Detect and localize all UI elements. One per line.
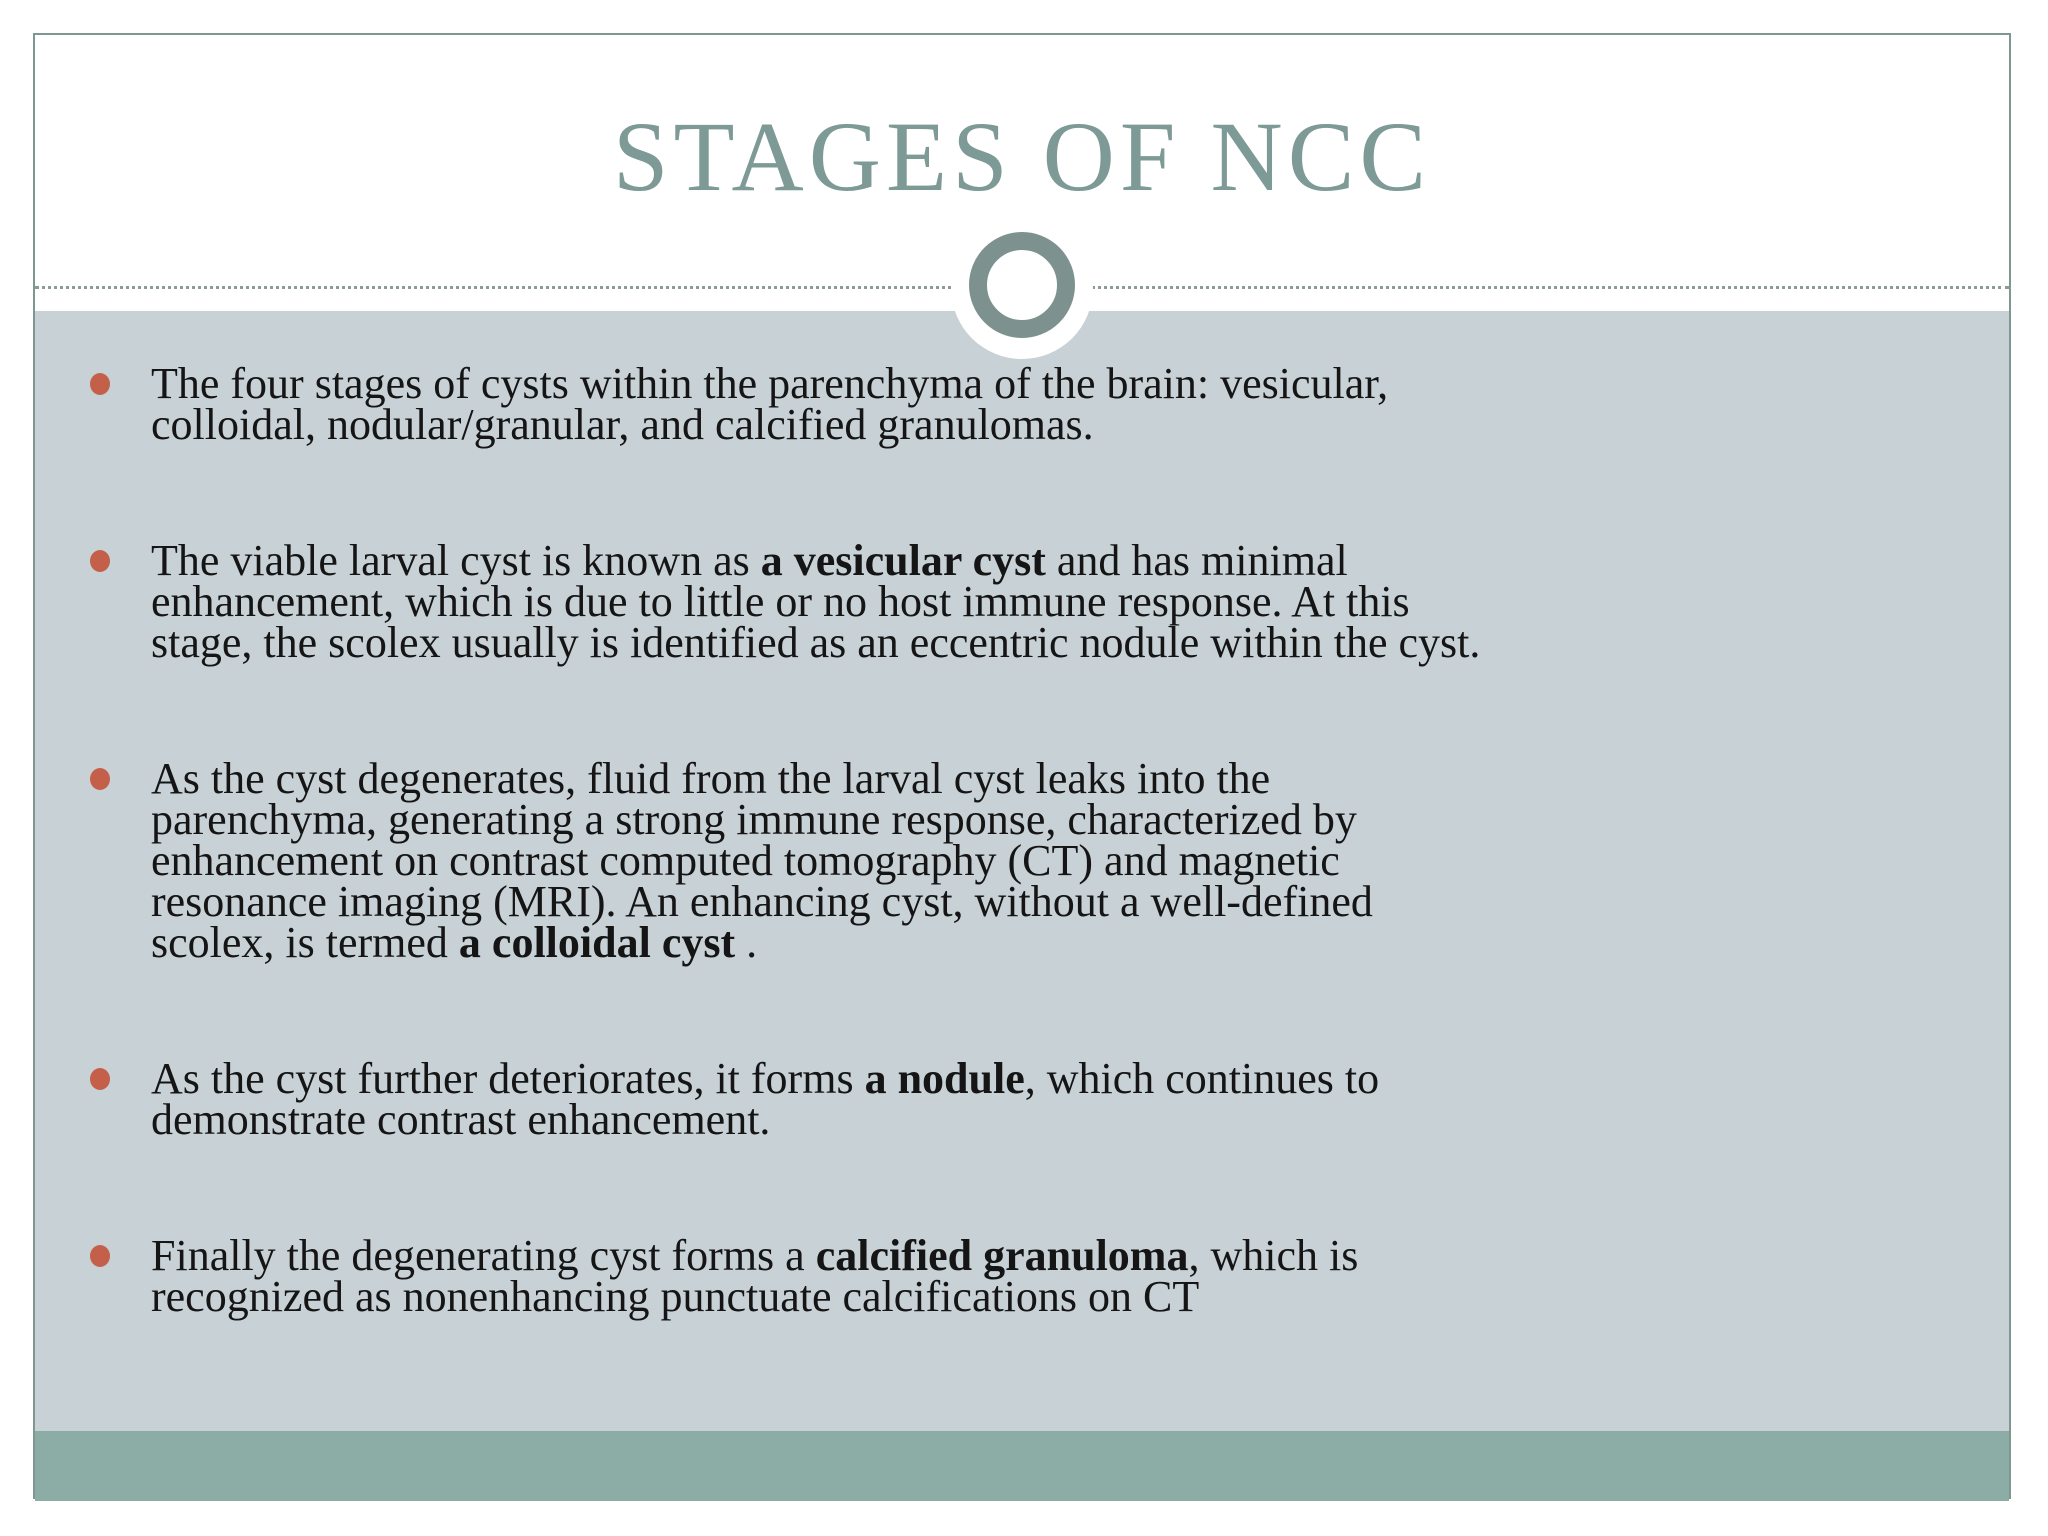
bullet-dot-icon (90, 1068, 110, 1090)
text-run: parenchyma, generating a strong immune r… (151, 795, 1357, 844)
text-run: demonstrate contrast enhancement. (151, 1095, 771, 1144)
text-run-bold: a colloidal cyst (458, 918, 736, 967)
text-line: The four stages of cysts within the pare… (151, 362, 1388, 406)
text-run-bold: a nodule (864, 1054, 1025, 1103)
bullet-dot-icon (90, 373, 110, 395)
circle-ornament-icon (969, 232, 1075, 338)
text-run: As the cyst further deteriorates, it for… (151, 1054, 865, 1103)
bullet-item: Finally the degenerating cyst forms a ca… (90, 1234, 1949, 1319)
text-run: and has minimal (1045, 536, 1348, 585)
text-run-bold: a vesicular cyst (760, 536, 1046, 585)
text-run: The four stages of cysts within the pare… (151, 359, 1389, 408)
bullet-text: Finally the degenerating cyst forms a ca… (151, 1234, 1358, 1319)
footer-bar (35, 1431, 2009, 1501)
bullet-item: The viable larval cyst is known as a ves… (90, 539, 1949, 665)
text-run: colloidal, nodular/granular, and calcifi… (151, 400, 1094, 449)
bullet-text: The four stages of cysts within the pare… (151, 362, 1388, 447)
text-run: . (735, 918, 758, 967)
text-line: colloidal, nodular/granular, and calcifi… (151, 403, 1388, 447)
slide: STAGES OF NCC The four stages of cysts w… (33, 33, 2011, 1501)
text-run: enhancement on contrast computed tomogra… (151, 836, 1340, 885)
text-line: Finally the degenerating cyst forms a ca… (151, 1234, 1358, 1278)
text-line: As the cyst further deteriorates, it for… (151, 1057, 1379, 1101)
text-run: resonance imaging (MRI). An enhancing cy… (151, 877, 1373, 926)
bullet-text: As the cyst further deteriorates, it for… (151, 1057, 1379, 1142)
text-line: scolex, is termed a colloidal cyst . (151, 921, 1373, 965)
text-run: scolex, is termed (151, 918, 459, 967)
bullet-text: As the cyst degenerates, fluid from the … (151, 757, 1373, 965)
text-line: enhancement, which is due to little or n… (151, 580, 1480, 624)
text-line: The viable larval cyst is known as a ves… (151, 539, 1480, 583)
bullet-text: The viable larval cyst is known as a ves… (151, 539, 1480, 665)
text-line: parenchyma, generating a strong immune r… (151, 798, 1373, 842)
slide-body: The four stages of cysts within the pare… (35, 311, 2009, 1431)
bullet-dot-icon (90, 1245, 110, 1267)
bullet-item: As the cyst degenerates, fluid from the … (90, 757, 1949, 965)
text-line: enhancement on contrast computed tomogra… (151, 839, 1373, 883)
bullet-dot-icon (90, 550, 110, 572)
text-line: stage, the scolex usually is identified … (151, 621, 1480, 665)
text-run: , which continues to (1024, 1054, 1380, 1103)
text-line: As the cyst degenerates, fluid from the … (151, 757, 1373, 801)
text-run: Finally the degenerating cyst forms a (151, 1231, 816, 1280)
text-line: recognized as nonenhancing punctuate cal… (151, 1275, 1358, 1319)
text-line: demonstrate contrast enhancement. (151, 1098, 1379, 1142)
bullet-list: The four stages of cysts within the pare… (35, 311, 2009, 1319)
bullet-dot-icon (90, 768, 110, 790)
text-run: enhancement, which is due to little or n… (151, 577, 1410, 626)
text-run: stage, the scolex usually is identified … (151, 618, 1481, 667)
slide-title: STAGES OF NCC (612, 101, 1432, 212)
text-run: , which is (1188, 1231, 1359, 1280)
bullet-item: As the cyst further deteriorates, it for… (90, 1057, 1949, 1142)
text-run: As the cyst degenerates, fluid from the … (151, 754, 1271, 803)
text-line: resonance imaging (MRI). An enhancing cy… (151, 880, 1373, 924)
text-run: recognized as nonenhancing punctuate cal… (151, 1272, 1200, 1321)
text-run-bold: calcified granuloma (815, 1231, 1189, 1280)
bullet-item: The four stages of cysts within the pare… (90, 362, 1949, 447)
text-run: The viable larval cyst is known as (151, 536, 761, 585)
